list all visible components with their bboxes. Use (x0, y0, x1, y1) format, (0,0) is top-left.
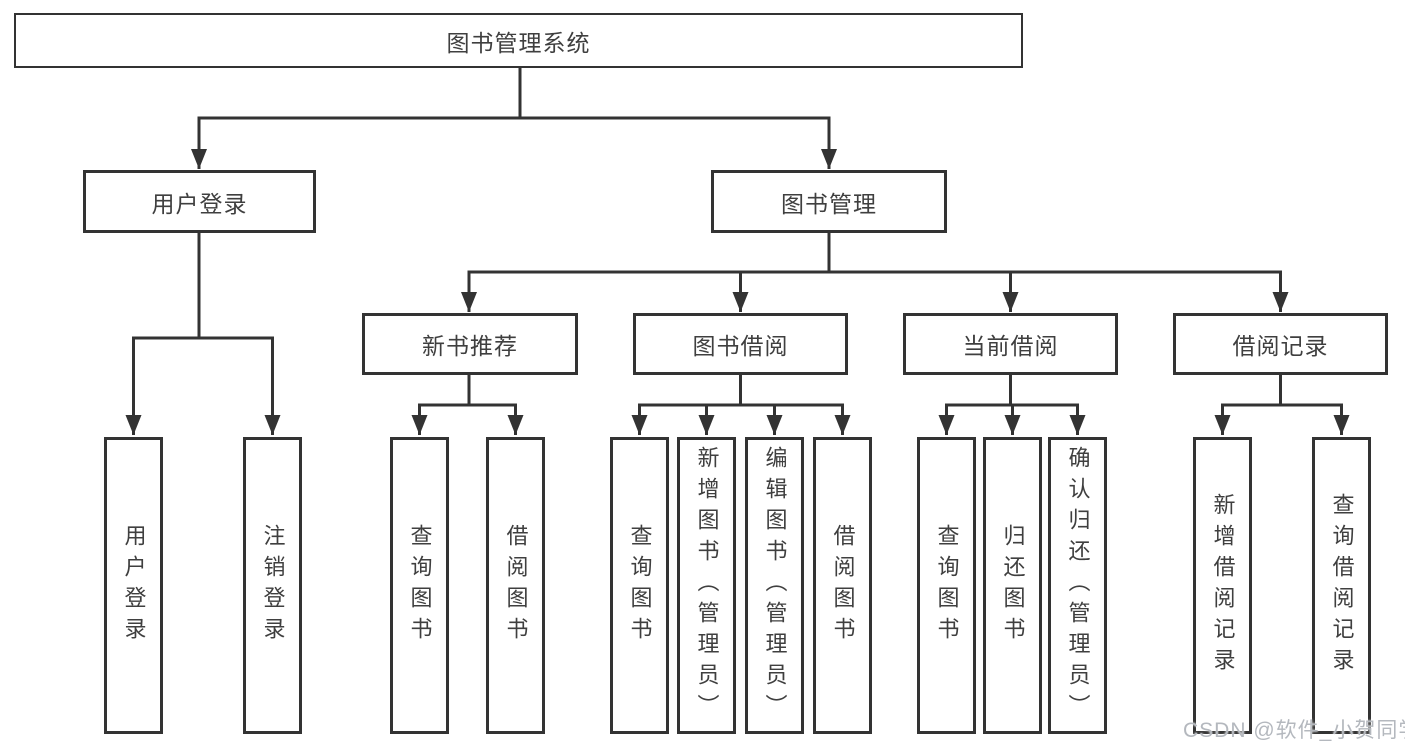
connector-root-to-level2 (191, 68, 837, 169)
leaf-borrow-books-recommend-label: 借阅图书 (503, 523, 529, 648)
connector-book-borrow-to-leaves (631, 375, 851, 435)
node-book-management-label: 图书管理 (781, 190, 877, 217)
leaf-query-books-current: 查询图书 (917, 437, 976, 734)
leaf-add-borrow-record-label: 新增借阅记录 (1210, 492, 1236, 679)
leaf-borrow-books-recommend: 借阅图书 (486, 437, 545, 734)
node-new-book-recommendation: 新书推荐 (362, 313, 578, 375)
leaf-borrow-books-label: 借阅图书 (830, 523, 856, 648)
leaf-query-books-borrow-label: 查询图书 (627, 523, 653, 648)
leaf-add-borrow-record: 新增借阅记录 (1193, 437, 1252, 734)
connector-borrow-records-to-leaves (1214, 375, 1350, 435)
node-book-borrowing: 图书借阅 (633, 313, 848, 375)
leaf-edit-books-admin-label: 编辑图书（管理员） (762, 446, 788, 725)
node-library-management-system-label: 图书管理系统 (446, 29, 591, 56)
leaf-logout-label: 注销登录 (260, 523, 286, 648)
leaf-query-books-recommend: 查询图书 (390, 437, 449, 734)
connector-book-management-to-level3 (461, 233, 1289, 312)
leaf-add-books-admin: 新增图书（管理员） (677, 437, 736, 734)
leaf-add-books-admin-label: 新增图书（管理员） (694, 446, 720, 725)
leaf-confirm-return-admin: 确认归还（管理员） (1048, 437, 1107, 734)
leaf-edit-books-admin: 编辑图书（管理员） (745, 437, 804, 734)
connector-new-book-to-leaves (411, 375, 524, 435)
node-user-login-label: 用户登录 (151, 190, 248, 217)
node-borrowing-records: 借阅记录 (1173, 313, 1388, 375)
node-library-management-system: 图书管理系统 (14, 13, 1023, 68)
node-book-borrowing-label: 图书借阅 (692, 333, 789, 359)
node-current-borrowing: 当前借阅 (903, 313, 1118, 375)
leaf-borrow-books: 借阅图书 (813, 437, 872, 734)
leaf-query-borrow-record-label: 查询借阅记录 (1329, 492, 1355, 679)
leaf-query-books-current-label: 查询图书 (934, 523, 960, 648)
node-current-borrowing-label: 当前借阅 (962, 333, 1059, 359)
node-book-management: 图书管理 (711, 170, 947, 233)
node-user-login: 用户登录 (83, 170, 316, 233)
leaf-query-books-borrow: 查询图书 (610, 437, 669, 734)
leaf-user-login-label: 用户登录 (121, 523, 147, 648)
connector-user-login-to-leaves (125, 233, 281, 435)
connector-current-borrow-to-leaves (938, 375, 1086, 435)
leaf-confirm-return-admin-label: 确认归还（管理员） (1065, 446, 1091, 725)
leaf-query-books-recommend-label: 查询图书 (407, 523, 433, 648)
leaf-user-login: 用户登录 (104, 437, 163, 734)
leaf-return-books-label: 归还图书 (1000, 523, 1026, 648)
leaf-logout: 注销登录 (243, 437, 302, 734)
leaf-return-books: 归还图书 (983, 437, 1042, 734)
csdn-watermark: CSDN @软件_小贺同学 (1183, 719, 1405, 742)
node-borrowing-records-label: 借阅记录 (1232, 333, 1329, 359)
node-new-book-recommendation-label: 新书推荐 (422, 333, 518, 359)
leaf-query-borrow-record: 查询借阅记录 (1312, 437, 1371, 734)
